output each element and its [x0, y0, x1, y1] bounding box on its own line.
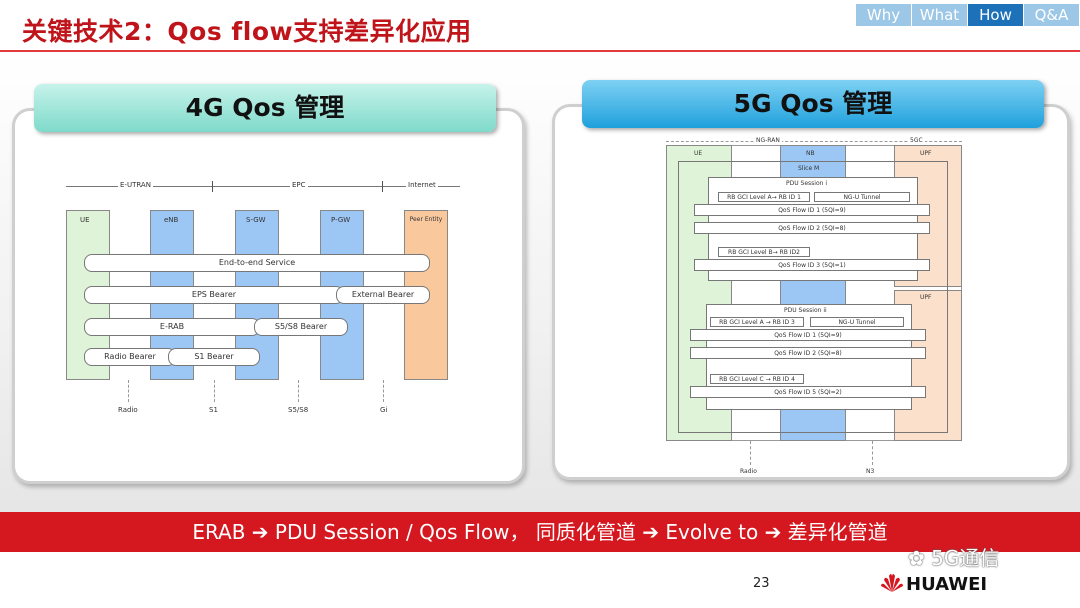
domain-line	[666, 141, 962, 142]
qos-flow-2-5: QoS Flow ID 5 (5QI=2)	[690, 386, 926, 398]
domain-internet: Internet	[406, 181, 438, 189]
huawei-brand: HUAWEI	[906, 574, 988, 595]
domain-eutran: E-UTRAN	[118, 181, 153, 189]
wechat-icon: ✿	[908, 546, 925, 570]
node-nb-label: NB	[806, 150, 815, 157]
section-nav: Why What How Q&A	[856, 4, 1080, 26]
page-number: 23	[753, 576, 770, 591]
node-sgw-label: S-GW	[246, 216, 266, 224]
bearer-radio: Radio Bearer	[84, 348, 176, 366]
pdu-session-1-label: PDU Session i	[786, 180, 828, 187]
bearer-eps: EPS Bearer	[84, 286, 344, 304]
interface-line	[872, 441, 873, 465]
slice-frame	[678, 161, 948, 433]
qos-flow-1-3: QoS Flow ID 3 (5QI=1)	[694, 259, 930, 271]
node-pgw-label: P-GW	[331, 216, 351, 224]
interface-s5s8: S5/S8	[288, 406, 309, 414]
bearer-erab: E-RAB	[84, 318, 260, 336]
interface-line	[383, 380, 384, 402]
interface-line	[214, 380, 215, 402]
nav-tab-how[interactable]: How	[968, 4, 1024, 26]
domain-epc: EPC	[290, 181, 308, 189]
rb-mapping-3: RB GCI Level A → RB ID 3	[710, 317, 804, 327]
nav-tab-qa[interactable]: Q&A	[1024, 4, 1080, 26]
rb-mapping-1: RB GCI Level A→ RB ID 1	[718, 192, 810, 202]
slice-label: Slice M	[798, 165, 820, 172]
qos-flow-2-2: QoS Flow ID 2 (5QI=8)	[690, 347, 926, 359]
domain-divider	[382, 181, 383, 192]
rb-mapping-2: RB GCI Level B→ RB ID2	[718, 247, 810, 257]
ngu-tunnel-2: NG-U Tunnel	[810, 317, 904, 327]
bearer-end-to-end: End-to-end Service	[84, 254, 430, 272]
watermark-text: 5G通信	[931, 546, 1000, 570]
domain-ngran: NG-RAN	[754, 137, 782, 144]
interface-line	[128, 380, 129, 402]
bearer-external: External Bearer	[336, 286, 430, 304]
node-ue-label: UE	[80, 216, 90, 224]
summary-banner: ERAB ➔ PDU Session / Qos Flow， 同质化管道 ➔ E…	[0, 512, 1080, 552]
qos-flow-1-1: QoS Flow ID 1 (5QI=9)	[694, 204, 930, 216]
interface-n3: N3	[866, 468, 875, 475]
domain-line	[66, 186, 460, 187]
panel-5g-title: 5G Qos 管理	[582, 80, 1044, 128]
interface-s1: S1	[209, 406, 218, 414]
rb-mapping-4: RB GCI Level C → RB ID 4	[710, 374, 804, 384]
interface-line	[750, 441, 751, 465]
pdu-session-2-label: PDU Session ii	[784, 307, 827, 314]
huawei-logo-icon	[880, 572, 904, 596]
node-peer-label: Peer Entity	[409, 216, 443, 223]
interface-line	[298, 380, 299, 402]
interface-gi: Gi	[380, 406, 388, 414]
bearer-s5s8: S5/S8 Bearer	[254, 318, 348, 336]
node-upf2-label: UPF	[920, 294, 932, 301]
qos-flow-1-2: QoS Flow ID 2 (5QI=8)	[694, 222, 930, 234]
nav-tab-what[interactable]: What	[912, 4, 968, 26]
slide-title: 关键技术2：Qos flow支持差异化应用	[22, 17, 472, 46]
node-upf1-label: UPF	[920, 150, 932, 157]
ngu-tunnel-1: NG-U Tunnel	[814, 192, 910, 202]
interface-radio: Radio	[118, 406, 138, 414]
header-divider	[0, 50, 1080, 52]
nav-tab-why[interactable]: Why	[856, 4, 912, 26]
qos-flow-2-1: QoS Flow ID 1 (5QI=9)	[690, 329, 926, 341]
node-ue-label: UE	[694, 150, 703, 157]
domain-divider	[212, 181, 213, 192]
bearer-s1: S1 Bearer	[168, 348, 260, 366]
wechat-watermark: ✿ 5G通信	[908, 542, 999, 571]
panel-4g-title: 4G Qos 管理	[34, 84, 496, 132]
domain-5gc: 5GC	[908, 137, 925, 144]
interface-radio: Radio	[740, 468, 757, 475]
node-enb-label: eNB	[164, 216, 179, 224]
